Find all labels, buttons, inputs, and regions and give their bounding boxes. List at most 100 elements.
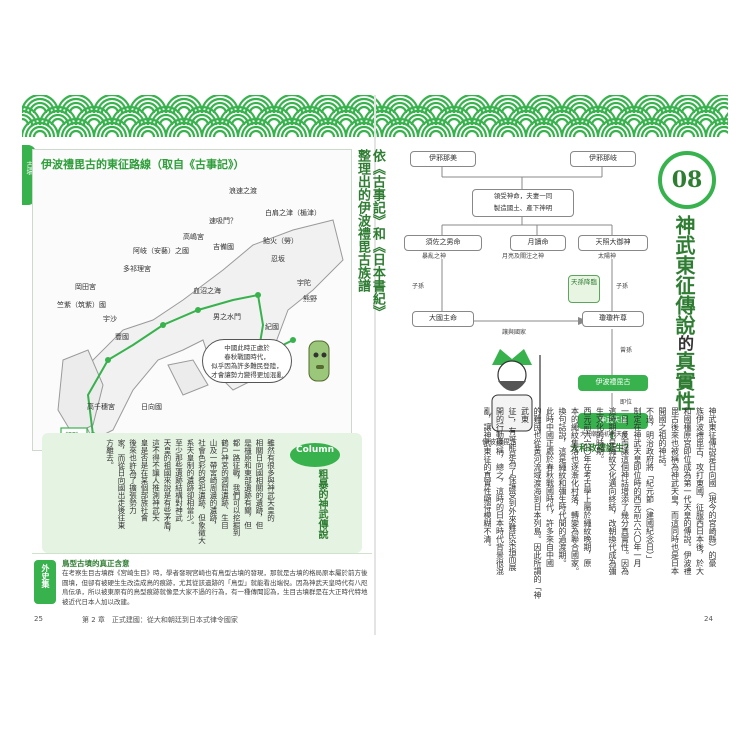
node-izanami: 伊邪那美 [410,151,476,167]
column-line: 是橿原和東部遺跡有關，但 [243,439,253,529]
node-iware: 伊波禮毘古 [578,375,648,391]
map-label-himuka: 日向國 [141,403,162,411]
susanoo-sub: 暴亂之神 [422,253,447,260]
main-body-text: 神武東征傳說是日向國（現今的宮崎縣）的豪族伊波禮毘古，攻打東國，征服西日本後，於… [422,407,718,605]
column-box: Column 粗暴的神武傳說 雖然有很多與神武天皇的相關日向國相關的遺跡，但是橿… [42,433,362,553]
column-line: 家，而從日向國出走後往東 [117,439,126,529]
column-line: 皇是否是在某個部族社會 [140,439,149,522]
map-title: 伊波禮毘古的東征路線（取自《古事記》） [41,158,245,171]
body-line: 此時中國正處於春秋戰國時代，許多來自中國 [545,407,555,567]
body-line: 亂，讓神武東征的真實性顯得模糊不清。 [483,407,492,551]
body-line: 神武東征傳說是日向國（現今的宮崎縣）的豪 [708,407,717,567]
column-line: 都一路征戰，我們可以挖掘到 [232,439,241,537]
map-label-shirakata: 白肩之津（楯津） [265,209,321,217]
map-label-chinu: 血沼之海 [193,287,221,295]
tree-lines [441,165,613,439]
body-line: 換句話說，這是繩紋和彌生時代間的過渡期。 [558,407,567,567]
section-title: 神武東征傳說的真實性 [672,215,696,411]
map-label-takashima: 高嶋宮 [183,233,204,241]
map-label-tsukushi: 竺紫（筑紫）國 [57,301,106,309]
child-label-1: 子孫 [412,283,425,290]
book-spread: 古墳 伊波禮毘古的東征路線（取自《古事記》） 浪速之渡 白肩之津（楯津） 速吸門… [22,95,728,635]
cloud-icon [290,443,340,467]
map-label-usa: 宇沙 [103,315,117,323]
node-okuninushi: 大國主命 [412,311,474,327]
body-line: 這時期也是繩紋文化邁向終結，改朝換代成為彌 [608,407,617,575]
column-line: 社會色彩的祭祀遺跡，但象徵大 [197,439,207,544]
node-ninigi: 瓊瓊杵尊 [582,311,644,327]
section-number: 08 [658,151,716,209]
node-tsukuyomi: 月讀命 [510,235,566,251]
map-label-aki: 阿岐（安藝）之國 [133,247,189,255]
genealogy-side-heading: 依《古事記》和《日本書紀》整理出的伊波禮毘古族譜 [354,149,385,318]
column-line: 這不得不讓人推測神武天 [151,439,161,522]
map-label-ikoma: 飴火（勞） [263,237,298,245]
body-line: 生文化的時期。 [595,407,605,463]
side-history-tab: 外史集 [34,560,56,604]
column-line: 山及一帶宮崎周邊的遺跡， [209,439,218,529]
descendants-label: 曾孫 [620,347,633,354]
east-route-map: 伊波禮毘古的東征路線（取自《古事記》） 浪速之渡 白肩之津（楯津） 速吸門？ 高… [32,149,352,451]
node-izanagi: 伊邪那岐 [570,151,636,167]
map-label-taketo: 多祁理宮 [123,265,151,273]
iware-figure-icon [491,349,541,433]
map-label-kibi: 吉備國 [213,243,234,251]
map-label-kii: 紀國 [265,323,279,331]
right-page-number: 24 [704,615,713,623]
map-label-womi: 男之水門 [213,313,241,321]
body-line: 的難民也從黃河流域渡海到日本列島。因此所謂的「神武東 [520,407,543,599]
map-label-oshisaka: 忍坂 [271,255,285,263]
left-running-footer: 第 2 章 正式建國：從大和朝廷到日本式律令國家 [82,616,238,624]
amaterasu-sub: 太陽神 [598,253,617,260]
body-line: 制定在神武天皇即位時的西元前六六〇年一月 [633,407,642,567]
map-label-okada: 岡田宮 [75,283,96,291]
body-line: 族伊波禮毘古，攻打東國，征服西日本後，於大 [695,407,705,575]
column-line: 鶴戶神宮的洞窟遺跡、生目 [220,439,230,529]
left-page-number: 25 [34,615,43,623]
tsukuyomi-sub: 月亮及關注之神 [502,253,545,260]
question-label: 大和政權誕生？ [570,444,634,454]
body-line: 一日，反而讓這個神話增添了幾分真實性。因為 [620,407,630,575]
transfer-label: 讓與國家 [502,329,527,336]
moai-icon [308,340,330,382]
body-line: 開國之祖的神話。 [658,407,667,471]
figure-caption: 伊波禮毘古 [482,438,517,446]
body-line: 和國橿原宮即位成為第一代天皇的傳說。伊波禮 [683,407,692,575]
column-text: 雖然有很多與神武天皇的相關日向國相關的遺跡，但是橿原和東部遺跡有關，但都一路征戰… [104,439,277,547]
column-line: 至少那些遺跡結構對神武 [174,439,184,522]
map-label-naniwa: 浪速之渡 [229,187,257,195]
node-union: 領受神命，夫妻一同製造國土、產下神明 [472,189,574,217]
map-label-toyo: 豐國 [115,333,129,341]
side-history-body: 在考察生目古墳群《宮崎生目》時，學者發現宮崎也有鳥型古墳的發現，那就是古墳的格局… [62,569,368,606]
tenson-kourin-badge: 天孫降臨 [568,275,600,303]
speech-bubble: 中國此時正處於 春秋戰國時代， 似乎因為許多難民登陸， 才會讓勢力變得更加混亂 [202,339,292,383]
jimmu-sub: 大和朝廷初代天皇 [580,431,629,438]
body-line: 征」，有可能是為了保護受到外來難民染指而展 [508,407,517,571]
column-line: 相關日向國相關的遺跡，但 [255,439,264,529]
column-title: 粗暴的神武傳說 [316,469,327,539]
column-badge: Column [296,445,335,455]
map-label-takachiho: 高千穗宮 [87,403,115,411]
genealogy-tree: 伊邪那美 伊邪那岐 領受神命，夫妻一同製造國土、產下神明 須佐之男命 暴亂之神 … [382,149,652,454]
map-label-kumano: 熊野 [303,295,317,303]
child-label-2: 子孫 [616,283,629,290]
side-history-title: 鳥型古墳的真正含意 [62,559,130,568]
body-line: 毘古後來也被稱為神武天皇，而這同時也是日本 [670,407,680,575]
column-line: 系天皇制的遺跡卻相當少。 [186,439,195,529]
column-line: 後來也許為了擴張勢力 [128,439,138,514]
column-line: 雖然有很多與神武天皇的 [266,439,276,522]
map-label-kusaka: 速吸門？ [209,217,237,225]
body-line: 開的行動總稱，總之，這時的日本時代背景很混 [495,407,505,575]
body-line: 本的繩紋集落也逐漸化村落，轉變為聯合國家。 [570,407,580,575]
node-amaterasu: 天照大御神 [578,235,648,251]
column-line: 天皇的祖國來說是有些矛盾， [163,439,172,537]
map-label-uda: 宇陀 [297,279,311,287]
side-history-box: 外史集 鳥型古墳的真正含意 在考察生目古墳群《宮崎生目》時，學者發現宮崎也有鳥型… [32,553,372,610]
node-susanoo: 須佐之男命 [404,235,482,251]
page-gutter [374,95,376,635]
body-line: 西元前六六〇年在考古學上屬於繩紋晚期，原 [583,407,592,567]
node-jimmu: 神武天皇 [578,413,648,429]
body-line: 不過，明治政府將「紀元節（建國紀念日）」 [645,407,655,563]
position-label: 即位 [620,399,633,406]
column-line: 方離去。 [105,439,115,469]
